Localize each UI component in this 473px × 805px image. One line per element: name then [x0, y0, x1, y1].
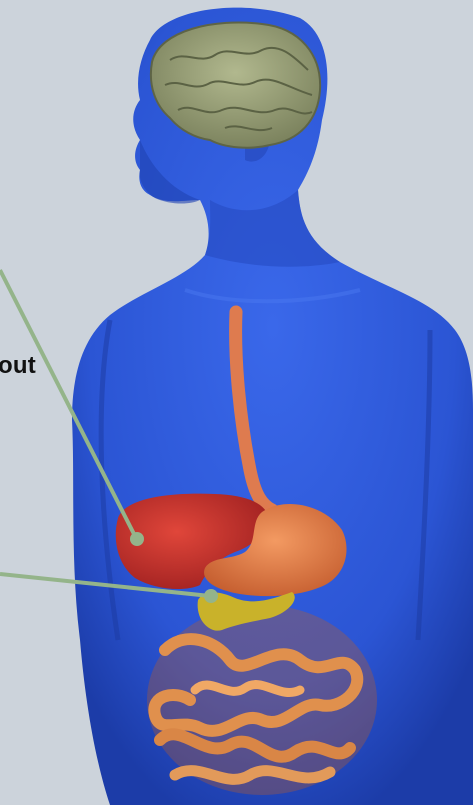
intestines-organ — [147, 605, 377, 795]
pancreas-pointer-dot — [204, 589, 218, 603]
liver-pointer-dot — [130, 532, 144, 546]
caption-text-fragment: out — [0, 352, 36, 380]
